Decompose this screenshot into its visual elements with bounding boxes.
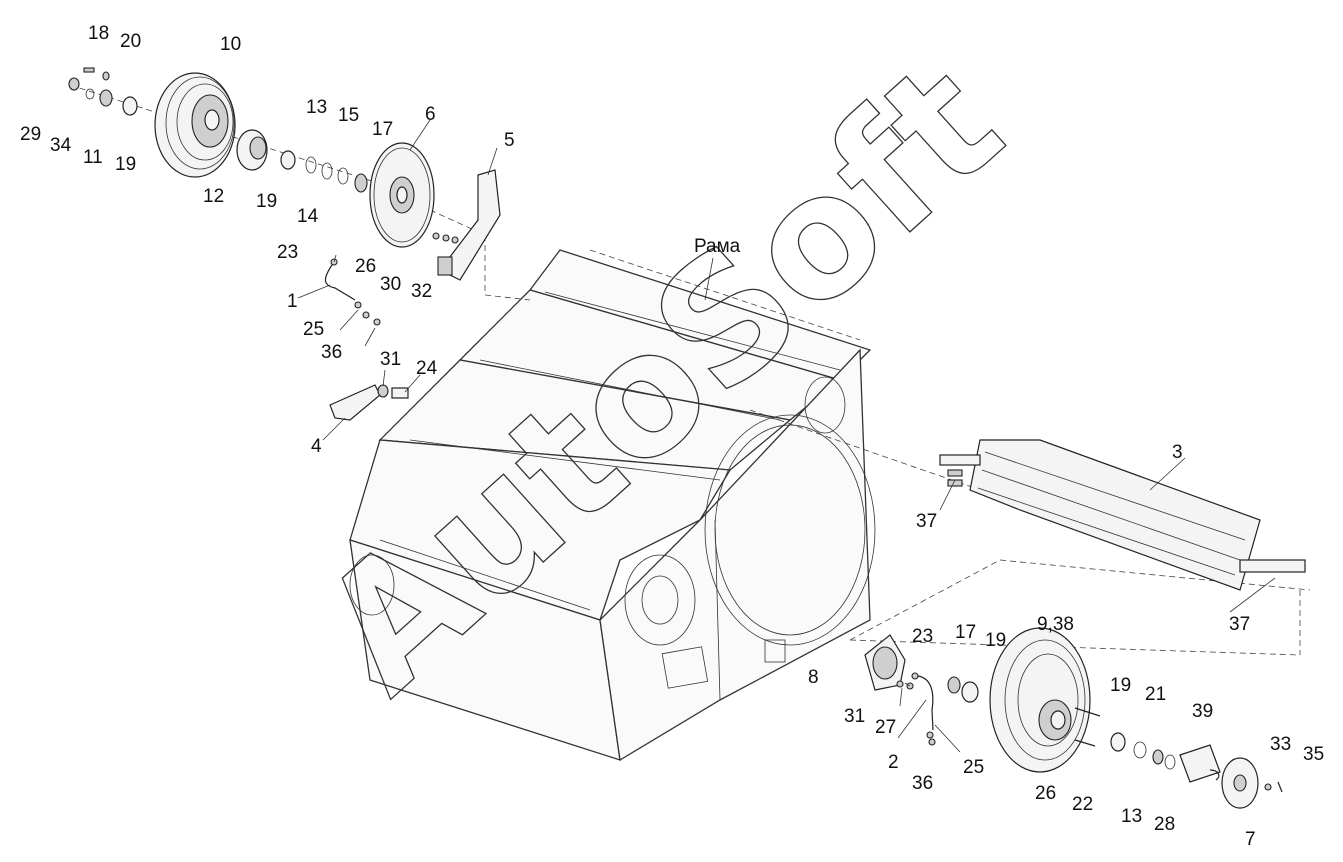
part-rings-17-19-right <box>947 676 979 703</box>
label-26-a: 26 <box>355 256 376 277</box>
label-6: 6 <box>425 104 436 125</box>
frame-body <box>349 249 876 762</box>
label-7: 7 <box>1245 829 1256 850</box>
label-36-a: 36 <box>321 342 342 363</box>
label-19-a: 19 <box>115 154 136 175</box>
label-14: 14 <box>297 206 319 227</box>
part-rotor-3 <box>939 439 1306 591</box>
part-flange-8 <box>864 634 906 691</box>
label-19-b: 19 <box>256 191 277 212</box>
part-pulley-10 <box>154 72 236 178</box>
label-19-c: 19 <box>985 630 1006 651</box>
label-20: 20 <box>120 31 141 52</box>
label-frame: Рама <box>694 236 741 257</box>
label-17-b: 17 <box>955 622 976 643</box>
label-4: 4 <box>311 436 322 457</box>
label-10: 10 <box>220 34 241 55</box>
label-8: 8 <box>808 667 819 688</box>
label-19-d: 19 <box>1110 675 1131 696</box>
part-rings-13-14-15-17 <box>280 150 368 193</box>
label-18: 18 <box>88 23 109 44</box>
label-27: 27 <box>875 717 896 738</box>
label-11: 11 <box>83 147 103 168</box>
part-hub-12 <box>236 129 268 171</box>
part-hose-2 <box>896 672 936 746</box>
label-15: 15 <box>338 105 359 126</box>
label-25-b: 25 <box>963 757 984 778</box>
label-22: 22 <box>1072 794 1093 815</box>
part-pulley-9-38 <box>989 627 1091 773</box>
part-lever-5 <box>437 169 501 281</box>
label-5: 5 <box>504 130 515 151</box>
label-3: 3 <box>1172 442 1183 463</box>
label-26-b: 26 <box>1035 783 1056 804</box>
label-21: 21 <box>1145 684 1166 705</box>
label-29: 29 <box>20 124 41 145</box>
label-13-a: 13 <box>306 97 327 118</box>
label-31-b: 31 <box>844 706 865 727</box>
label-30: 30 <box>380 274 401 295</box>
label-31-a: 31 <box>380 349 401 370</box>
label-28: 28 <box>1154 814 1175 835</box>
part-sleeve-39 <box>1179 744 1221 783</box>
part-number-labels: Рама 18 20 10 29 34 11 19 12 19 13 15 17… <box>20 23 1324 850</box>
part-fasteners-22-26 <box>1074 707 1101 747</box>
label-37-b: 37 <box>1229 614 1250 635</box>
part-hose-1 <box>324 258 381 326</box>
label-23-a: 23 <box>277 242 298 263</box>
label-33: 33 <box>1270 734 1291 755</box>
label-35: 35 <box>1303 744 1324 765</box>
label-34: 34 <box>50 135 72 156</box>
label-17-a: 17 <box>372 119 393 140</box>
part-small-rings-left <box>68 67 138 116</box>
label-2: 2 <box>888 752 899 773</box>
label-23-b: 23 <box>912 626 933 647</box>
label-36-b: 36 <box>912 773 933 794</box>
part-plate-6 <box>369 142 435 248</box>
label-25-a: 25 <box>303 319 324 340</box>
leader-lines <box>297 119 1276 753</box>
label-39: 39 <box>1192 701 1213 722</box>
label-9-38: 9,38 <box>1037 614 1074 635</box>
part-bracket-4 <box>329 384 409 421</box>
label-24: 24 <box>416 358 438 379</box>
label-12: 12 <box>203 186 224 207</box>
label-32: 32 <box>411 281 432 302</box>
label-37-a: 37 <box>916 511 937 532</box>
label-13-b: 13 <box>1121 806 1142 827</box>
part-rings-19-21-13-28 <box>1110 732 1176 770</box>
part-cover-7 <box>1221 757 1283 809</box>
label-1: 1 <box>287 291 298 312</box>
part-small-fasteners-26-30 <box>432 232 459 244</box>
